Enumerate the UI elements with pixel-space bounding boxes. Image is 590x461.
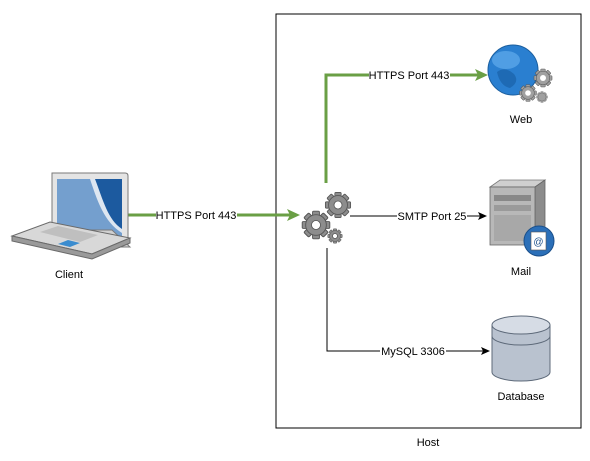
laptop-icon [10,172,132,260]
host-boundary [275,13,582,429]
node-label-mail: Mail [511,266,531,278]
host-label: Host [417,437,440,449]
edge-server-to-database [326,248,490,355]
node-label-database: Database [497,391,544,403]
edge-label-server-to-database: MySQL 3306 [381,346,445,358]
edge-server-to-web [324,69,488,183]
database-icon [491,315,551,382]
edge-label-server-to-mail: SMTP Port 25 [398,211,467,223]
gears-icon [301,191,352,244]
edge-label-server-to-web: HTTPS Port 443 [369,70,450,82]
node-label-web: Web [510,114,532,126]
mail-server-icon: @ [488,179,555,257]
globe-gears-icon [487,44,553,103]
edge-label-client-to-server: HTTPS Port 443 [156,210,237,222]
node-label-client: Client [55,269,83,281]
svg-text:@: @ [533,237,543,248]
